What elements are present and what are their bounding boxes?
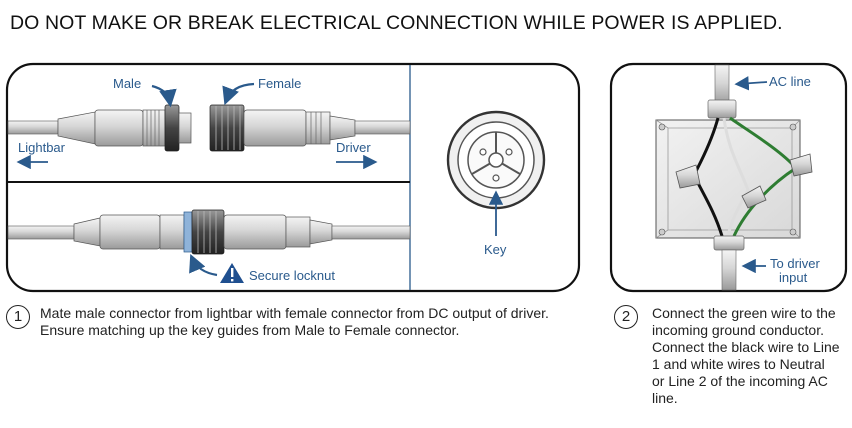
ac-line-pointer-arrow (734, 76, 768, 91)
step-2-text: Connect the green wire to the incoming g… (652, 305, 852, 407)
key-detail-icon (446, 110, 546, 210)
male-connector (7, 104, 192, 152)
warning-triangle-icon (220, 263, 244, 283)
driver-label: Driver (336, 140, 371, 155)
male-label: Male (113, 76, 141, 91)
to-driver-label-line1: To driver (770, 256, 821, 271)
step-2-line: line. (652, 390, 678, 406)
key-label: Key (484, 242, 507, 257)
junction-box-panel: AC line To driver input (609, 62, 848, 293)
white-wire (722, 117, 750, 237)
female-pointer-arrow (222, 82, 255, 106)
locknut-pointer-arrow (189, 253, 218, 277)
warning-heading: DO NOT MAKE OR BREAK ELECTRICAL CONNECTI… (10, 12, 783, 34)
wire-nut-icon (789, 153, 813, 177)
step-2-line: Connect the green wire to the (652, 305, 836, 321)
secure-locknut-label: Secure locknut (249, 268, 335, 283)
step-2-line: 1 and white wires to Neutral (652, 356, 825, 372)
step-2-line: or Line 2 of the incoming AC (652, 373, 828, 389)
step-1-text: Mate male connector from lightbar with f… (40, 305, 549, 338)
step-2-number: 2 (614, 305, 638, 329)
wire-nut-icon (741, 185, 767, 209)
wire-nut-icon (675, 164, 701, 189)
step-2-line: Connect the black wire to Line (652, 339, 840, 355)
connector-panel: Male Female Lightbar Driver (5, 62, 581, 293)
ac-line-label: AC line (769, 74, 811, 89)
female-label: Female (258, 76, 301, 91)
step-2-line: incoming ground conductor. (652, 322, 824, 338)
lightbar-label: Lightbar (18, 140, 66, 155)
to-driver-label-line2: input (779, 270, 808, 285)
step-1-number: 1 (6, 305, 30, 329)
male-pointer-arrow (151, 84, 177, 108)
female-connector (209, 104, 411, 152)
assembled-connector (7, 209, 411, 255)
